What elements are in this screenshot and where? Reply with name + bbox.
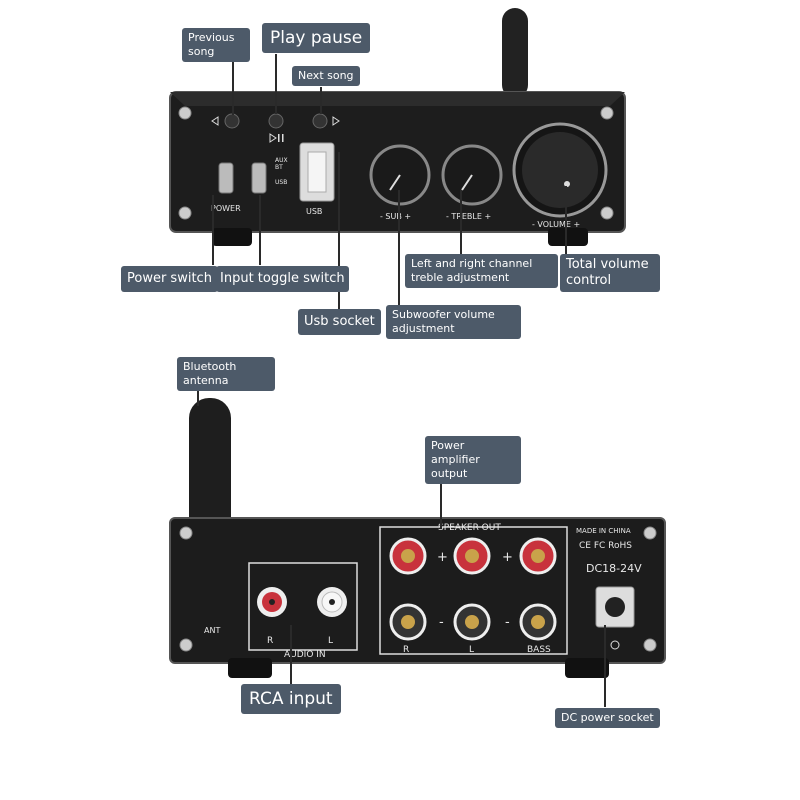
input-toggle-switch-label: Input toggle switch bbox=[216, 266, 349, 292]
minus-2-panel-text: - bbox=[505, 615, 510, 630]
rear-foot-right bbox=[565, 658, 609, 678]
play-button-graphic bbox=[268, 113, 284, 129]
pause-bars-icon-2 bbox=[282, 134, 284, 142]
volume-knob-face bbox=[522, 132, 598, 208]
bass-panel-text: BASS bbox=[527, 645, 551, 655]
front-screw-br bbox=[600, 206, 614, 220]
bt-panel-text: BT bbox=[275, 164, 283, 171]
audio-in-panel-text: AUDIO IN bbox=[284, 650, 326, 660]
input-toggle-graphic bbox=[251, 162, 267, 194]
terminal-black-1-core bbox=[401, 615, 415, 629]
r-out-panel-text: R bbox=[403, 645, 409, 655]
power-panel-text: POWER bbox=[211, 204, 241, 213]
next-arrow-icon bbox=[332, 116, 340, 126]
front-antenna bbox=[502, 8, 528, 98]
sub-panel-text: - SUB + bbox=[380, 212, 411, 221]
leader-play bbox=[275, 54, 277, 114]
prev-arrow-icon bbox=[211, 116, 219, 126]
leader-amp-output bbox=[440, 466, 442, 528]
rear-foot-left bbox=[228, 658, 272, 678]
rear-chassis bbox=[169, 517, 666, 664]
usb-port-panel-text: USB bbox=[306, 207, 322, 216]
leader-sub bbox=[398, 190, 400, 305]
leader-power bbox=[212, 195, 214, 265]
terminal-black-3-core bbox=[531, 615, 545, 629]
plus-2-panel-text: + bbox=[502, 550, 513, 565]
rca-l-panel-text: L bbox=[328, 636, 333, 646]
ant-panel-text: ANT bbox=[204, 626, 220, 635]
front-screw-bl bbox=[178, 206, 192, 220]
volume-panel-text: - VOLUME + bbox=[532, 220, 580, 229]
leader-input bbox=[259, 195, 261, 265]
rca-input-label: RCA input bbox=[241, 684, 341, 714]
plus-1-panel-text: + bbox=[437, 550, 448, 565]
power-toggle-graphic bbox=[218, 162, 234, 194]
rear-screw-tl bbox=[179, 526, 193, 540]
previous-song-label: Previous song bbox=[182, 28, 250, 62]
dc-power-socket-label: DC power socket bbox=[555, 708, 660, 728]
usb-port-inner bbox=[307, 151, 327, 193]
prev-button-graphic bbox=[224, 113, 240, 129]
speaker-out-box bbox=[379, 526, 568, 655]
treble-adjust-label: Left and right channel treble adjustment bbox=[405, 254, 558, 288]
terminal-black-2-core bbox=[465, 615, 479, 629]
leader-dc bbox=[604, 625, 606, 707]
dc-socket-hole bbox=[605, 597, 625, 617]
front-foot-left bbox=[212, 228, 252, 246]
rca-r-jack-pin bbox=[269, 599, 275, 605]
leader-antenna bbox=[197, 386, 199, 406]
speaker-out-panel-text: SPEAKER OUT bbox=[438, 523, 501, 533]
power-amp-output-label: Power amplifier output bbox=[425, 436, 521, 484]
made-in-panel-text: MADE IN CHINA bbox=[576, 527, 631, 535]
leader-next bbox=[320, 87, 322, 114]
leader-volume bbox=[565, 186, 567, 254]
terminal-red-3-core bbox=[531, 549, 545, 563]
minus-1-panel-text: - bbox=[439, 615, 444, 630]
terminal-red-2-core bbox=[465, 549, 479, 563]
treble-panel-text: - TREBLE + bbox=[446, 212, 491, 221]
cert-panel-text: CE FC RoHS bbox=[579, 541, 632, 551]
volume-knob-dot bbox=[564, 181, 570, 187]
total-volume-label: Total volume control bbox=[560, 254, 660, 292]
rca-r-panel-text: R bbox=[267, 636, 273, 646]
rear-screw-tr bbox=[643, 526, 657, 540]
audio-in-box bbox=[248, 562, 358, 651]
leader-treble bbox=[460, 190, 462, 255]
play-pause-icon bbox=[269, 133, 277, 143]
front-screw-tl bbox=[178, 106, 192, 120]
terminal-red-1-core bbox=[401, 549, 415, 563]
power-switch-label: Power switch bbox=[121, 266, 218, 292]
subwoofer-adjust-label: Subwoofer volume adjustment bbox=[386, 305, 521, 339]
rear-screw-bl bbox=[179, 638, 193, 652]
sub-knob-pointer bbox=[389, 174, 401, 191]
next-song-label: Next song bbox=[292, 66, 360, 86]
dc-panel-text: DC18-24V bbox=[586, 562, 642, 575]
dc-polarity-icon bbox=[610, 640, 620, 650]
rear-screw-br bbox=[643, 638, 657, 652]
front-bevel bbox=[170, 92, 625, 106]
aux-panel-text: AUX bbox=[275, 157, 288, 164]
front-screw-tr bbox=[600, 106, 614, 120]
next-button-graphic bbox=[312, 113, 328, 129]
pause-bars-icon bbox=[278, 134, 280, 142]
l-out-panel-text: L bbox=[469, 645, 474, 655]
leader-usb bbox=[338, 152, 340, 310]
leader-prev bbox=[232, 60, 234, 115]
play-pause-label: Play pause bbox=[262, 23, 371, 53]
treble-knob-pointer bbox=[461, 174, 473, 191]
usb-switch-panel-text: USB bbox=[275, 179, 287, 186]
usb-socket-label: Usb socket bbox=[298, 309, 381, 335]
front-foot-right bbox=[548, 228, 588, 246]
leader-rca bbox=[290, 625, 292, 685]
rca-l-jack-pin bbox=[329, 599, 335, 605]
bluetooth-antenna-label: Bluetooth antenna bbox=[177, 357, 275, 391]
